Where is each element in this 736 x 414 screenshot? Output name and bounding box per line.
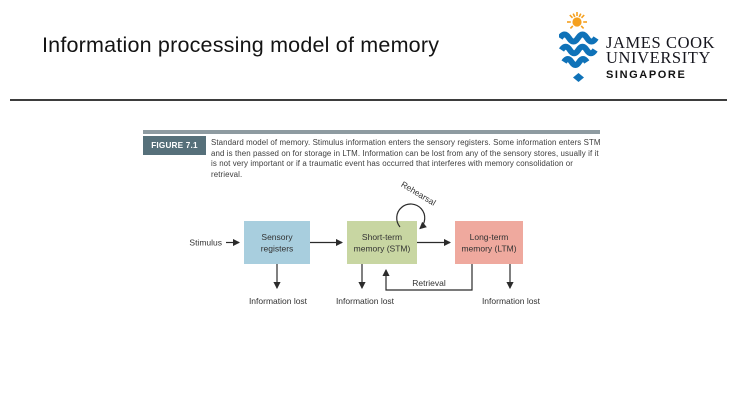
rehearsal-loop-arrow xyxy=(396,203,427,230)
jcu-logo-text: JAMES COOK UNIVERSITY SINGAPORE xyxy=(606,33,716,81)
page-title: Information processing model of memory xyxy=(42,33,440,57)
information-lost-label-ltm: Information lost xyxy=(482,296,541,306)
retrieval-arrow xyxy=(382,264,473,291)
stm-box-label-line1: Short-term xyxy=(362,232,402,242)
figure-caption: Standard model of memory. Stimulus infor… xyxy=(211,138,601,179)
drop-icon xyxy=(573,73,584,82)
logo-name-line2: UNIVERSITY xyxy=(606,48,711,67)
ltm-box-label-line2: memory (LTM) xyxy=(461,244,516,254)
jcu-sun-waves-icon xyxy=(559,12,599,82)
information-lost-label-stm: Information lost xyxy=(336,296,395,306)
waves-icon xyxy=(559,31,599,68)
logo-name-line1: JAMES COOK xyxy=(606,33,716,52)
stm-box-label-line2: memory (STM) xyxy=(354,244,411,254)
short-term-memory-box xyxy=(347,221,417,264)
information-lost-label-sensory: Information lost xyxy=(249,296,308,306)
title-divider xyxy=(10,99,727,101)
sensory-registers-box xyxy=(244,221,310,264)
rehearsal-label: Rehearsal xyxy=(399,180,437,208)
jcu-logo: JAMES COOK UNIVERSITY SINGAPORE xyxy=(559,11,715,91)
logo-country: SINGAPORE xyxy=(606,69,687,81)
figure-top-bar xyxy=(143,130,600,134)
memory-model-diagram: Stimulus Sensory registers Short-term me… xyxy=(189,180,541,306)
sensory-box-label-line2: registers xyxy=(261,244,294,254)
retrieval-label: Retrieval xyxy=(412,278,446,288)
long-term-memory-box xyxy=(455,221,523,264)
stimulus-label: Stimulus xyxy=(189,238,222,248)
figure-number-badge: FIGURE 7.1 xyxy=(143,136,206,155)
sensory-box-label-line1: Sensory xyxy=(261,232,293,242)
ltm-box-label-line1: Long-term xyxy=(470,232,509,242)
sun-icon xyxy=(567,12,587,29)
